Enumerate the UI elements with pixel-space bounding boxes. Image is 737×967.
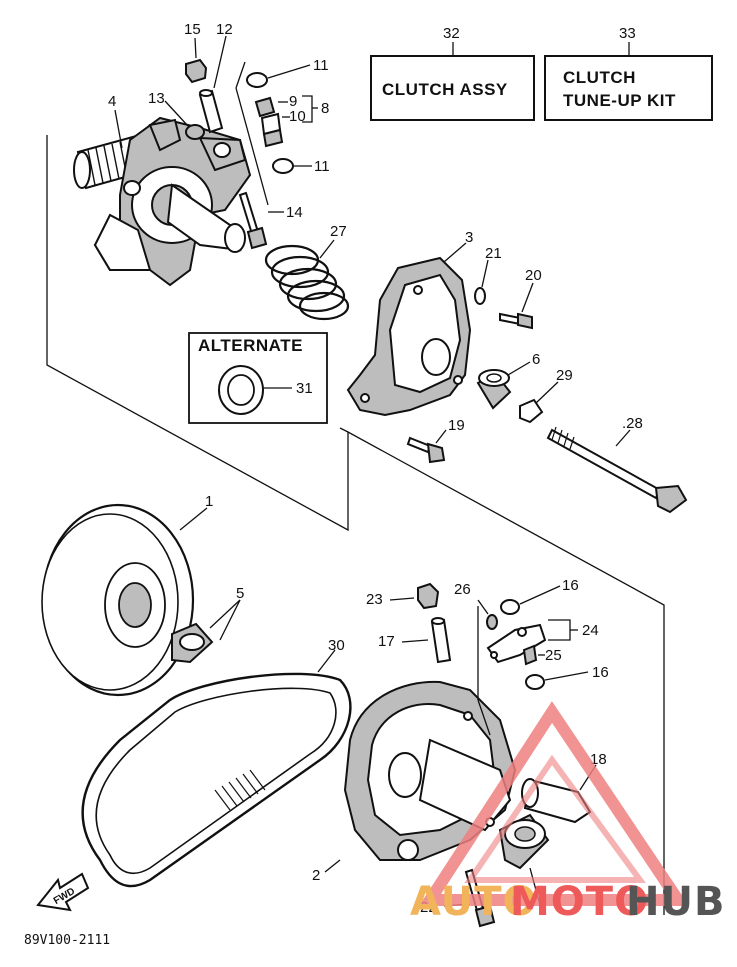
washer-11-lower: [272, 158, 294, 174]
callout-13: 13: [148, 90, 165, 107]
callout-17: 17: [378, 633, 395, 650]
callout-21: 21: [485, 245, 502, 262]
movable-sheave-2: [343, 680, 517, 861]
callout-1: 1: [205, 493, 213, 510]
watermark-auto: AUTO: [410, 879, 538, 925]
callout-11-upper: 11: [313, 57, 329, 74]
callout-3: 3: [465, 229, 473, 246]
assembly-frame-lines: [46, 135, 665, 915]
callout-19: 19: [448, 417, 465, 434]
watermark-hub: HUB: [626, 879, 725, 925]
spring-27: [264, 244, 350, 321]
watermark-moto: MOTO: [510, 879, 649, 925]
bushing-25: [522, 644, 538, 666]
fixed-sheave-1: [41, 503, 195, 697]
bolt-19: [406, 436, 446, 464]
spider-hub-assembly: [73, 116, 252, 287]
nut-23: [417, 582, 440, 610]
callout-9: 9: [289, 93, 297, 110]
callout-27: 27: [330, 223, 347, 240]
callout-29: 29: [556, 367, 573, 384]
bolt-14: [238, 191, 268, 250]
callout-12: 12: [216, 21, 233, 38]
washer-21: [474, 287, 486, 305]
roller-9: [254, 96, 276, 118]
callout-7: 7: [538, 902, 546, 919]
drive-belt-30: [81, 672, 352, 888]
callout-28: .28: [622, 415, 643, 432]
callout-4: 4: [108, 93, 116, 110]
callout-30: 30: [328, 637, 345, 654]
callout-16-upper: 16: [562, 577, 579, 594]
weight-arm-24: [486, 623, 547, 664]
callout-11-lower: 11: [314, 158, 330, 175]
callout-24: 24: [582, 622, 599, 639]
fwd-arrow-icon: FWD: [36, 872, 90, 912]
washer-16-lower: [525, 674, 545, 690]
nut-15: [185, 58, 208, 84]
callout-10: 10: [289, 108, 306, 125]
callout-32: 32: [443, 25, 460, 42]
clutch-cover-3: [346, 256, 472, 417]
callout-16-lower: 16: [592, 664, 609, 681]
clutch-assy-label: CLUTCH ASSY: [382, 80, 508, 99]
bushing-5: [171, 622, 214, 664]
bushing-6: [476, 369, 512, 410]
bushing-13: [185, 124, 205, 140]
pin-12: [198, 89, 224, 134]
callout-8: 8: [321, 100, 329, 117]
clutch-tuneup-box: 33 CLUTCH TUNE-UP KIT: [544, 25, 713, 121]
clutch-tuneup-label-1: CLUTCH: [563, 68, 636, 87]
callout-33: 33: [619, 25, 636, 42]
callout-15: 15: [184, 21, 201, 38]
callout-26: 26: [454, 581, 471, 598]
callout-20: 20: [525, 267, 542, 284]
clutch-assy-box: 32 CLUTCH ASSY: [370, 25, 535, 121]
callout-2: 2: [312, 867, 320, 884]
bushing-10: [260, 112, 284, 148]
watermark-logo: [418, 701, 690, 906]
bushing-26: [486, 614, 498, 630]
washer-11-upper: [246, 72, 268, 88]
bolt-28: [546, 426, 688, 514]
callout-25: 25: [545, 647, 562, 664]
callout-14: 14: [286, 204, 303, 221]
diagram-code: 89V100-2111: [24, 933, 110, 948]
washer-16-upper: [500, 599, 520, 615]
callout-18: 18: [590, 751, 607, 768]
pin-17: [430, 617, 452, 664]
alternate-label: ALTERNATE: [198, 336, 303, 355]
callout-5: 5: [236, 585, 244, 602]
nut-29: [519, 398, 544, 424]
callout-31: 31: [296, 380, 313, 397]
callout-23: 23: [366, 591, 383, 608]
callout-6: 6: [532, 351, 540, 368]
alternate-box: ALTERNATE 31: [188, 332, 328, 424]
bolt-20: [499, 312, 533, 330]
clutch-tuneup-label-2: TUNE-UP KIT: [563, 91, 676, 110]
